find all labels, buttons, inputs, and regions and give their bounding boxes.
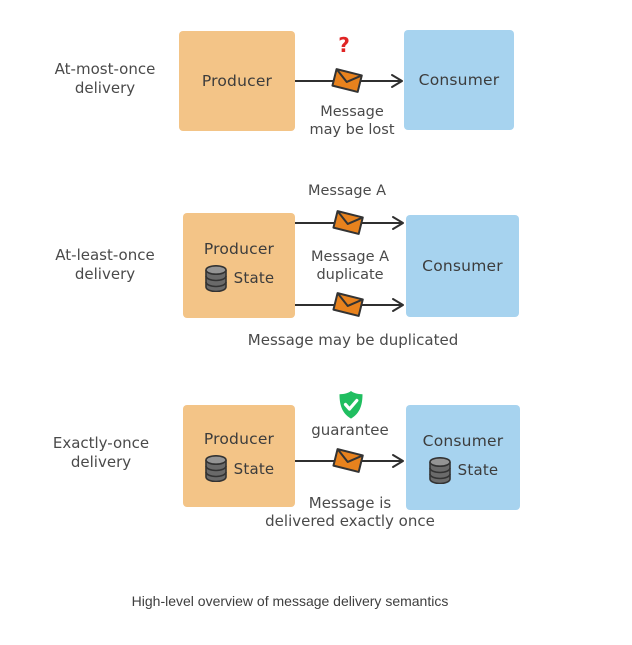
producer-box: Producer State bbox=[183, 213, 295, 318]
envelope-icon bbox=[332, 210, 364, 235]
note-line1: Message is bbox=[308, 494, 392, 512]
producer-label: Producer bbox=[203, 430, 275, 448]
question-mark: ? bbox=[338, 33, 350, 57]
producer-box: Producer State bbox=[183, 405, 295, 507]
consumer-label: Consumer bbox=[422, 257, 503, 275]
state-label: State bbox=[233, 459, 275, 478]
row-label-line2: delivery bbox=[74, 265, 136, 283]
row-label-at-most-once: At-most-once delivery bbox=[30, 60, 180, 98]
message-note-duplicated: Message may be duplicated bbox=[247, 331, 459, 349]
note-line2: may be lost bbox=[309, 121, 395, 138]
row-label-line2: delivery bbox=[70, 453, 132, 471]
note-line1: Message A bbox=[310, 249, 390, 265]
note-line2: delivered exactly once bbox=[265, 511, 435, 530]
producer-label: Producer bbox=[201, 72, 273, 90]
message-a-label: Message A bbox=[307, 183, 387, 199]
producer-state: State bbox=[204, 264, 275, 292]
shield-check-icon bbox=[339, 391, 363, 419]
envelope-icon bbox=[332, 448, 364, 473]
consumer-box: Consumer State bbox=[406, 405, 520, 510]
note-line2: duplicate bbox=[316, 266, 384, 283]
database-icon bbox=[428, 456, 451, 484]
guarantee-label: guarantee bbox=[311, 421, 389, 439]
message-note-lost: Message may be lost bbox=[272, 104, 432, 139]
envelope-icon bbox=[331, 68, 363, 93]
message-a-duplicate-label: Message A duplicate bbox=[280, 249, 420, 284]
note-line1: Message bbox=[320, 104, 384, 120]
row-label-line2: delivery bbox=[74, 79, 136, 97]
state-label: State bbox=[233, 269, 275, 287]
database-icon bbox=[204, 264, 227, 292]
row-label-line1: Exactly-once bbox=[52, 434, 150, 452]
message-note-exactly-once: Message is delivered exactly once bbox=[250, 494, 450, 530]
database-icon bbox=[204, 455, 227, 482]
figure-caption: High-level overview of message delivery … bbox=[131, 593, 449, 609]
state-label: State bbox=[457, 461, 499, 479]
row-label-line1: At-least-once bbox=[55, 246, 155, 264]
row-label-at-least-once: At-least-once delivery bbox=[30, 246, 180, 284]
consumer-state: State bbox=[428, 456, 499, 484]
producer-label: Producer bbox=[203, 239, 275, 258]
consumer-box: Consumer bbox=[404, 30, 514, 130]
row-label-line1: At-most-once bbox=[54, 60, 156, 78]
consumer-label: Consumer bbox=[422, 431, 504, 450]
envelope-icon bbox=[332, 292, 364, 317]
producer-box: Producer bbox=[179, 31, 295, 131]
row-label-exactly-once: Exactly-once delivery bbox=[26, 434, 176, 472]
producer-state: State bbox=[204, 455, 275, 482]
consumer-label: Consumer bbox=[418, 71, 500, 89]
consumer-box: Consumer bbox=[406, 215, 519, 317]
